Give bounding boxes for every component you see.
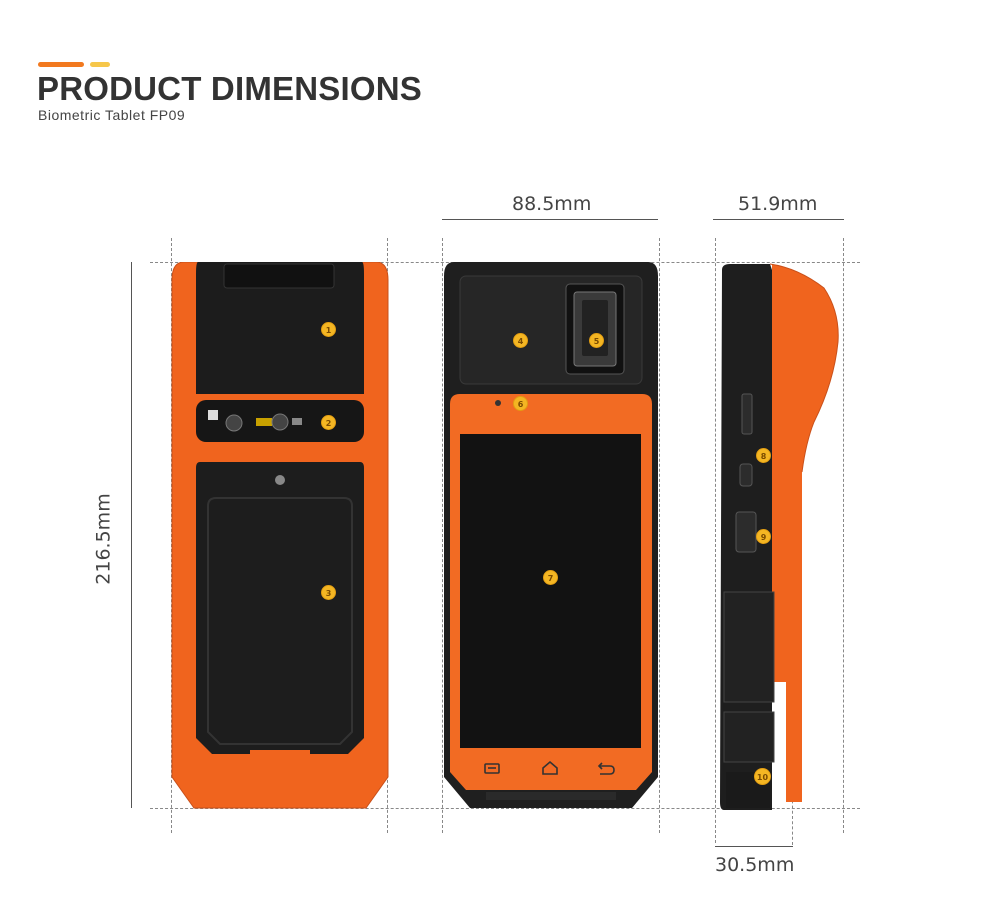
page-subtitle: Biometric Tablet FP09 [38, 107, 186, 123]
title-accent-yellow [90, 62, 110, 67]
guide-front-right [659, 238, 660, 833]
marker-7: 7 [543, 570, 558, 585]
marker-4: 4 [513, 333, 528, 348]
dimension-height-line [131, 262, 132, 808]
dimension-depth-top-line [713, 219, 844, 220]
marker-5: 5 [589, 333, 604, 348]
marker-6: 6 [513, 396, 528, 411]
dimension-depth-bottom-label: 30.5mm [715, 854, 795, 876]
device-back-view [171, 262, 389, 809]
home-icon [542, 760, 558, 775]
dimension-width-line [442, 219, 658, 220]
marker-1: 1 [321, 322, 336, 337]
guide-side-mid [792, 790, 793, 845]
dimension-depth-bottom-line [715, 846, 793, 847]
dimension-height-label: 216.5mm [92, 493, 115, 585]
marker-2: 2 [321, 415, 336, 430]
title-accent-orange [38, 62, 84, 67]
menu-icon [484, 763, 500, 774]
guide-bottom [150, 808, 860, 809]
marker-9: 9 [756, 529, 771, 544]
device-front-view [444, 262, 658, 808]
marker-10: 10 [754, 768, 771, 785]
guide-side-left [715, 238, 716, 843]
device-side-view [720, 263, 839, 810]
page-title: PRODUCT DIMENSIONS [37, 70, 422, 107]
guide-side-right [843, 238, 844, 833]
dimension-width-label: 88.5mm [512, 193, 592, 215]
guide-front-left [442, 238, 443, 833]
marker-3: 3 [321, 585, 336, 600]
back-icon [597, 762, 615, 775]
dimension-depth-top-label: 51.9mm [738, 193, 818, 215]
marker-8: 8 [756, 448, 771, 463]
